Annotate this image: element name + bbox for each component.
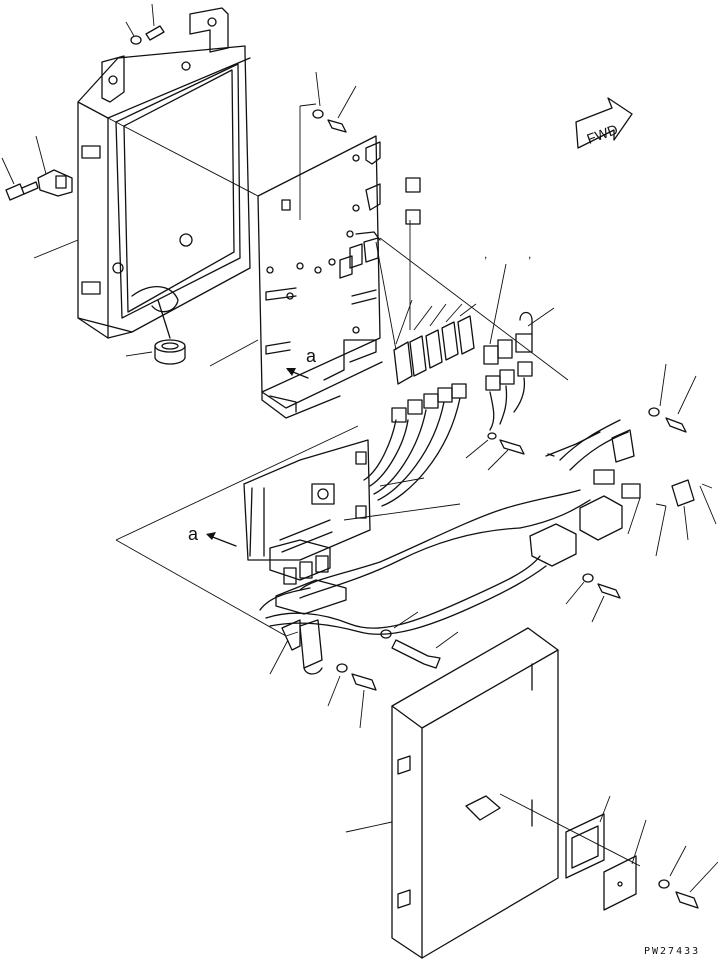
cover-plate-gasket xyxy=(565,795,611,879)
leader-housing xyxy=(33,239,79,259)
bolt-washer-lower-right xyxy=(565,573,621,623)
bolt-washer-mid xyxy=(465,432,555,471)
grommet xyxy=(125,339,186,365)
mounting-plate xyxy=(257,135,383,419)
wire-harness xyxy=(259,377,629,635)
cover-plate xyxy=(603,819,647,911)
view-marker-top-label: a xyxy=(306,346,317,366)
view-marker-left: a xyxy=(188,524,237,547)
callout-comma-1: , xyxy=(484,247,487,261)
callout-comma-2: , xyxy=(528,247,531,261)
socket-leaders xyxy=(209,103,555,367)
view-marker-top: a xyxy=(286,346,317,379)
mounting-bracket-top xyxy=(101,7,229,103)
bolt-washer-right xyxy=(648,363,697,433)
bolt-washer-bottom xyxy=(658,845,719,909)
fwd-arrow-icon: FWD xyxy=(575,97,633,149)
harness-clamp xyxy=(269,619,323,675)
relay-small-right xyxy=(627,479,717,557)
relay-terminals xyxy=(339,141,381,279)
enclosure-cover xyxy=(345,627,559,959)
harness-connectors xyxy=(269,429,641,615)
long-bolt xyxy=(380,611,459,669)
bolt-left xyxy=(1,157,39,201)
fwd-label: FWD xyxy=(585,121,620,147)
clamp-bracket-left xyxy=(35,135,73,197)
cover-alignment-line xyxy=(499,793,641,867)
bolt-washer-panel xyxy=(312,71,357,133)
connectors-row xyxy=(391,361,533,423)
projection-plane xyxy=(107,117,569,637)
bolt-washer-lower-left xyxy=(327,663,377,729)
relay-sockets xyxy=(393,177,533,385)
control-box-housing xyxy=(77,45,251,339)
bolt-washer-top xyxy=(125,3,165,45)
view-arrow-icon xyxy=(286,368,296,376)
view-marker-left-label: a xyxy=(188,524,199,544)
drawing-number: PW27433 xyxy=(644,946,700,957)
